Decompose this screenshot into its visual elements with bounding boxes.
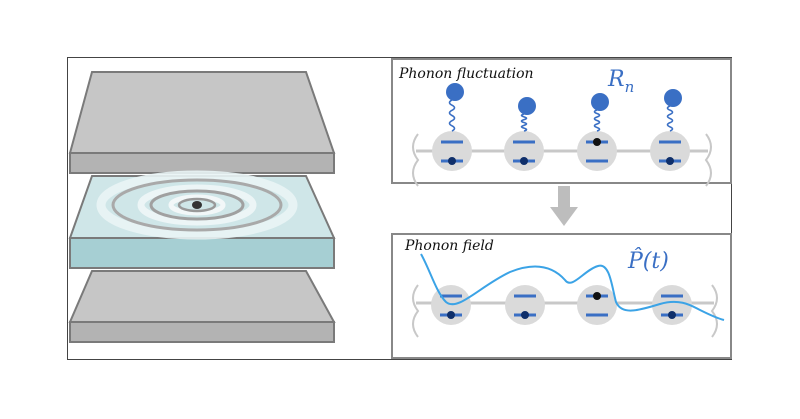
- phonon-ball-icon: [664, 89, 682, 107]
- atom: [505, 285, 545, 325]
- atom-body: [577, 285, 617, 325]
- atom-chain-top: [412, 83, 712, 187]
- atom: [652, 285, 692, 325]
- atom: [650, 131, 690, 171]
- ground-electron-dot: [520, 157, 528, 165]
- source-dot: [192, 201, 202, 209]
- atom: [577, 285, 617, 325]
- ground-electron-dot: [521, 311, 529, 319]
- bottom-mirror-plate: [68, 270, 336, 343]
- ground-electron-dot: [668, 311, 676, 319]
- panel-title-fluctuation: Phonon fluctuation: [398, 66, 534, 82]
- panel-phonon-field: Phonon field P̂(t): [391, 233, 732, 359]
- panel-title-field: Phonon field: [404, 238, 494, 254]
- symbol-p-hat-t: P̂(t): [627, 248, 669, 274]
- spring-icon: [666, 105, 674, 132]
- atom: [432, 131, 472, 171]
- atom: [504, 131, 544, 171]
- ground-electron-dot: [666, 157, 674, 165]
- excited-electron-dot: [593, 292, 601, 300]
- panel-phonon-fluctuation: Phonon fluctuation Rn: [391, 58, 732, 187]
- phonon-field-wave: [420, 253, 725, 321]
- spring-icon: [593, 109, 601, 132]
- chain-bracket-left: [412, 133, 420, 187]
- down-arrow-icon: [550, 186, 578, 226]
- excited-electron-dot: [593, 138, 601, 146]
- ground-electron-dot: [447, 311, 455, 319]
- material-slab: [68, 170, 336, 269]
- spring-icon: [520, 113, 528, 132]
- ground-electron-dot: [448, 157, 456, 165]
- symbol-r: R: [607, 67, 625, 92]
- atom-chain-bottom: [412, 284, 718, 338]
- phonon-ball-icon: [518, 97, 536, 115]
- spring-icon: [448, 99, 456, 132]
- chain-bracket-left: [412, 284, 420, 338]
- top-mirror-plate: [68, 71, 336, 174]
- symbol-r-sub: n: [625, 78, 635, 96]
- phonon-ball-icon: [446, 83, 464, 101]
- atom-body: [577, 131, 617, 171]
- chain-bracket-right: [710, 284, 718, 338]
- symbol-r-n: Rn: [607, 67, 634, 96]
- atom: [577, 131, 617, 171]
- chain-bracket-right: [704, 133, 712, 187]
- ripple-rings: [96, 170, 298, 240]
- cavity-stack: [68, 71, 336, 343]
- phonon-ball-icon: [591, 93, 609, 111]
